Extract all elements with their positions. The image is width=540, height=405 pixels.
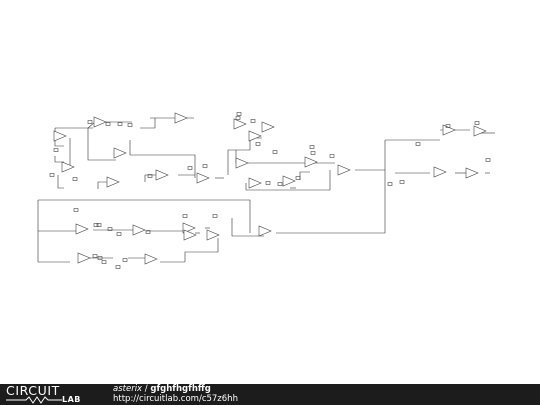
logo-resistor-icon <box>6 396 62 404</box>
op-amp-1 <box>53 130 67 142</box>
wire-23 <box>276 140 386 234</box>
component-21 <box>387 182 393 186</box>
op-amp-12 <box>235 157 249 169</box>
wires <box>37 117 495 263</box>
op-amps <box>53 112 487 265</box>
op-amp-17 <box>433 166 447 178</box>
op-amp-2 <box>93 116 107 128</box>
wire-40 <box>299 171 310 180</box>
wire-15 <box>178 174 196 178</box>
op-amp-7 <box>106 176 120 188</box>
op-amp-20 <box>473 125 487 137</box>
op-amp-14 <box>282 175 296 187</box>
logo-wordmark-bottom: LAB <box>62 395 81 404</box>
component-30 <box>115 265 121 269</box>
op-amp-13 <box>248 177 262 189</box>
op-amp-18 <box>465 167 479 179</box>
circuit-url[interactable]: http://circuitlab.com/c57z6hh <box>113 394 238 404</box>
component-19 <box>310 151 316 155</box>
component-38 <box>73 208 79 212</box>
passive-components <box>49 112 491 269</box>
component-20 <box>329 154 335 158</box>
component-18 <box>309 145 315 149</box>
component-4 <box>87 120 93 124</box>
component-14 <box>255 142 261 146</box>
op-amp-5 <box>155 169 169 181</box>
component-29 <box>116 232 122 236</box>
op-amp-22 <box>132 224 146 236</box>
component-9 <box>187 166 193 170</box>
component-27 <box>96 223 102 227</box>
op-amp-8 <box>61 161 75 173</box>
op-amp-26 <box>144 253 158 265</box>
author-link[interactable]: asterix <box>113 384 143 394</box>
circuitlab-logo[interactable]: CIRCUIT LAB <box>6 383 94 404</box>
wire-2 <box>38 199 251 233</box>
op-amp-9 <box>233 118 247 130</box>
wire-41 <box>54 156 64 163</box>
op-amp-19 <box>442 124 456 136</box>
circuit-title[interactable]: gfghfhgfhffg <box>150 384 211 394</box>
op-amp-11 <box>261 121 275 133</box>
op-amp-25 <box>77 252 91 264</box>
component-10 <box>202 164 208 168</box>
component-39 <box>93 223 99 227</box>
component-26 <box>485 158 491 162</box>
wire-8 <box>87 128 116 161</box>
logo-wordmark-top: CIRCUIT <box>6 383 60 398</box>
component-2 <box>49 173 55 177</box>
wire-12 <box>129 140 196 175</box>
component-28 <box>107 227 113 231</box>
wire-10 <box>140 118 156 129</box>
op-amp-16 <box>337 164 351 176</box>
component-31 <box>92 254 98 258</box>
component-25 <box>474 121 480 125</box>
op-amp-6 <box>196 172 210 184</box>
component-23 <box>415 142 421 146</box>
op-amp-10 <box>248 130 262 142</box>
wire-38 <box>57 175 64 189</box>
op-amp-28 <box>183 229 197 241</box>
wire-5 <box>184 238 219 262</box>
circuit-meta: asterix / gfghfhgfhffg http://circuitlab… <box>113 384 238 404</box>
wire-14 <box>144 174 160 182</box>
wire-20 <box>245 170 331 191</box>
component-5 <box>105 122 111 126</box>
component-22 <box>399 180 405 184</box>
component-6 <box>117 122 123 126</box>
component-3 <box>72 177 78 181</box>
op-amp-24 <box>206 229 220 241</box>
component-15 <box>272 150 278 154</box>
op-amp-21 <box>75 223 89 235</box>
circuit-schematic <box>37 112 495 269</box>
component-33 <box>122 258 128 262</box>
component-16 <box>277 182 283 186</box>
component-34 <box>145 230 151 234</box>
op-amp-23 <box>182 222 196 234</box>
op-amp-4 <box>174 112 188 124</box>
component-40 <box>97 256 103 260</box>
meta-separator: / <box>142 384 151 394</box>
wire-4 <box>231 218 264 237</box>
component-32 <box>101 260 107 264</box>
component-7 <box>127 123 133 127</box>
op-amp-27 <box>258 225 272 237</box>
component-12 <box>235 116 241 120</box>
component-35 <box>182 214 188 218</box>
footer-bar: CIRCUIT LAB asterix / gfghfhgfhffg http:… <box>0 384 540 405</box>
op-amp-3 <box>113 147 127 159</box>
wire-1 <box>37 200 70 263</box>
component-36 <box>212 214 218 218</box>
op-amp-15 <box>304 156 318 168</box>
component-17 <box>295 176 301 180</box>
component-37 <box>265 181 271 185</box>
component-1 <box>53 148 59 152</box>
component-13 <box>250 119 256 123</box>
component-11 <box>236 112 242 116</box>
component-8 <box>147 174 153 178</box>
wire-17 <box>227 149 236 175</box>
component-24 <box>445 124 451 128</box>
